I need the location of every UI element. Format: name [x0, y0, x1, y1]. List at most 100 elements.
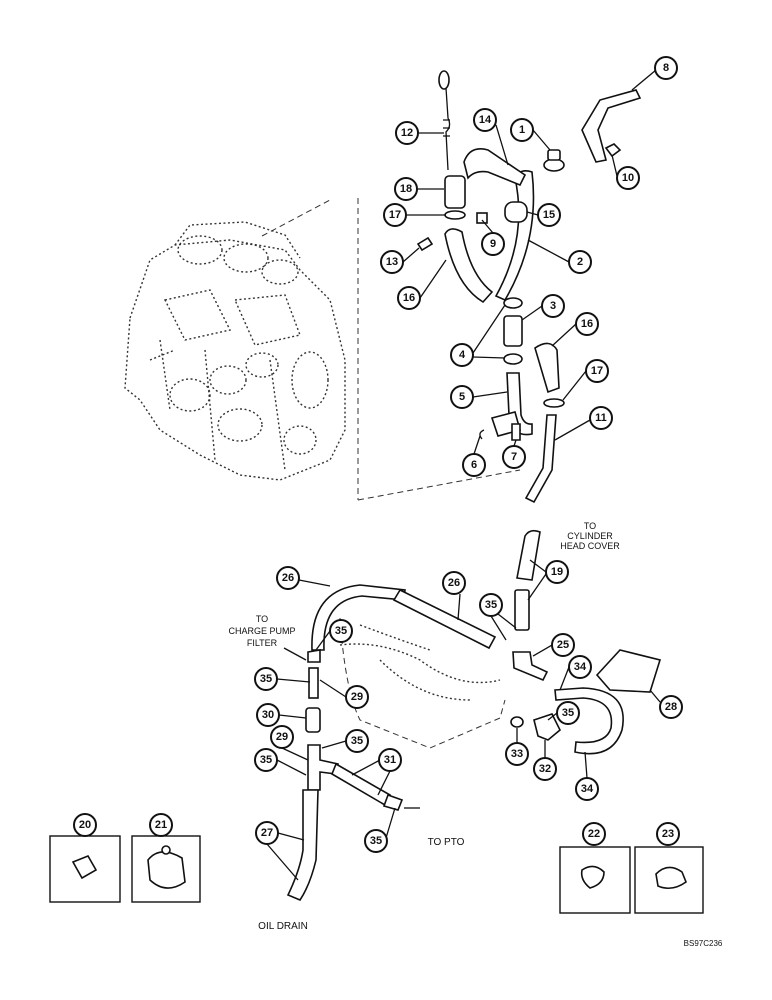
callout-number: 23: [662, 828, 674, 840]
callout-number: 30: [262, 709, 274, 721]
callout-circle: [254, 748, 278, 772]
callout-20: 20: [73, 813, 97, 837]
label-to-charge-1: TO: [256, 614, 268, 624]
callout-14: 14: [473, 108, 497, 132]
callout-number: 35: [485, 599, 497, 611]
callout-34: 34: [568, 655, 592, 679]
callout-5: 5: [450, 385, 474, 409]
callout-circle: [481, 232, 505, 256]
callout-number: 29: [351, 691, 363, 703]
callout-32: 32: [533, 757, 557, 781]
callout-circle: [585, 359, 609, 383]
callout-circle: [473, 108, 497, 132]
dashed-connector-line: [261, 198, 521, 501]
callout-number: 35: [370, 835, 382, 847]
o-ring-lower: [543, 398, 565, 408]
sleeve-30: [305, 707, 321, 733]
callout-number: 17: [591, 365, 603, 377]
label-to-head-2: CYLINDER: [567, 531, 613, 541]
support-bracket: [581, 89, 642, 163]
callout-number: 19: [551, 566, 563, 578]
callout-number: 34: [581, 783, 594, 795]
callout-23: 23: [656, 822, 680, 846]
hose-19-lower: [514, 589, 530, 631]
hose-34-curved: [554, 687, 624, 755]
label-to-charge-2: CHARGE PUMP: [228, 626, 295, 636]
callout-4: 4: [450, 343, 474, 367]
callout-number: 35: [260, 673, 272, 685]
o-ring-upper: [444, 210, 466, 220]
callout-number: 17: [389, 209, 401, 221]
label-to-head-3: HEAD COVER: [560, 541, 620, 551]
label-oil-drain: OIL DRAIN: [258, 921, 308, 932]
callout-circle: [537, 203, 561, 227]
callout-circle: [397, 286, 421, 310]
callout-22: 22: [582, 822, 606, 846]
callout-circle: [659, 695, 683, 719]
clamp-15: [504, 201, 528, 223]
callout-29: 29: [345, 685, 369, 709]
inset-box-23: [634, 846, 704, 914]
callout-number: 8: [663, 62, 669, 74]
callout-circle: [551, 633, 575, 657]
callout-10: 10: [616, 166, 640, 190]
drain-tube: [524, 414, 557, 504]
callout-number: 11: [595, 412, 607, 424]
callout-16: 16: [575, 312, 599, 336]
bolt-13: [416, 236, 434, 252]
dipstick-tube-sleeve: [444, 175, 466, 209]
callout-circle: [380, 250, 404, 274]
charge-pump-pointer: [283, 647, 307, 661]
callout-11: 11: [589, 406, 613, 430]
callout-number: 27: [261, 827, 273, 839]
callout-3: 3: [541, 294, 565, 318]
callout-circle: [541, 294, 565, 318]
callout-17: 17: [585, 359, 609, 383]
callout-number: 35: [351, 735, 363, 747]
callout-number: 16: [403, 292, 415, 304]
callout-9: 9: [481, 232, 505, 256]
callout-circle: [545, 560, 569, 584]
inset-box-21: [131, 835, 201, 903]
callout-circle: [575, 312, 599, 336]
engine-block-illustration: [124, 221, 346, 481]
callout-circle: [568, 250, 592, 274]
callout-26: 26: [276, 566, 300, 590]
tee-29-lower: [307, 744, 339, 791]
callout-circle: [378, 748, 402, 772]
callout-33: 33: [505, 742, 529, 766]
bolt-7: [511, 423, 521, 441]
callout-35: 35: [556, 701, 580, 725]
drain-hose-27: [286, 789, 319, 901]
callout-circle: [556, 701, 580, 725]
callout-circle: [345, 729, 369, 753]
callout-circle: [510, 118, 534, 142]
callout-circle: [505, 742, 529, 766]
dipstick: [438, 70, 451, 171]
callout-circle: [149, 813, 173, 837]
label-to-head-1: TO: [584, 521, 596, 531]
callout-7: 7: [502, 445, 526, 469]
hose-clamp-lower: [503, 353, 523, 365]
valve-32: [533, 713, 561, 741]
callout-17: 17: [383, 203, 407, 227]
callout-circle: [479, 593, 503, 617]
callout-35: 35: [254, 748, 278, 772]
callout-circle: [502, 445, 526, 469]
callout-number: 9: [490, 238, 496, 250]
callout-circle: [394, 177, 418, 201]
callout-31: 31: [378, 748, 402, 772]
callout-number: 2: [577, 256, 583, 268]
callout-number: 26: [282, 572, 294, 584]
breather-tube: [494, 170, 535, 302]
leader-lines: [266, 69, 661, 881]
callout-circle: [270, 725, 294, 749]
callout-13: 13: [380, 250, 404, 274]
callout-number: 28: [665, 701, 677, 713]
callout-circle: [276, 566, 300, 590]
label-to-pto: TO PTO: [428, 837, 465, 848]
callout-number: 35: [335, 625, 347, 637]
callout-number: 4: [459, 349, 466, 361]
